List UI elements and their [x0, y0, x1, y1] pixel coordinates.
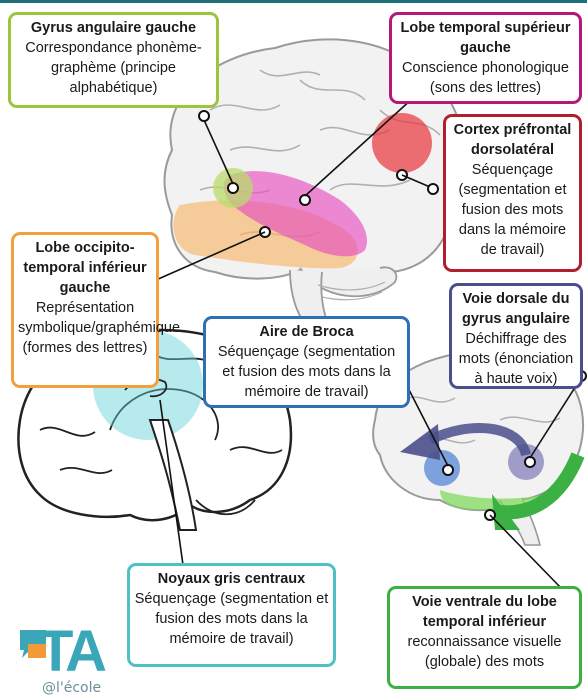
box-body: Conscience phonologique (sons des lettre… [396, 58, 575, 98]
box-voie-ventrale: Voie ventrale du lobe temporal inférieur… [387, 586, 582, 689]
box-title: Lobe temporal supérieur gauche [396, 18, 575, 58]
box-noyaux-gris: Noyaux gris centraux Séquençage (segment… [127, 563, 336, 667]
logo-text: @l'école [42, 680, 101, 696]
box-aire-broca: Aire de Broca Séquençage (segmentation e… [203, 316, 410, 408]
box-title: Aire de Broca [210, 322, 403, 342]
box-title: Noyaux gris centraux [134, 569, 329, 589]
box-title: Gyrus angulaire gauche [15, 18, 212, 38]
box-lobe-occipito: Lobe occipito-temporal inférieur gauche … [11, 232, 159, 388]
box-title: Lobe occipito-temporal inférieur gauche [18, 238, 152, 298]
box-lobe-temporal: Lobe temporal supérieur gauche Conscienc… [389, 12, 582, 104]
box-body: Représentation symbolique/graphémique (f… [18, 298, 152, 358]
box-body: Séquençage (segmentation et fusion des m… [134, 589, 329, 649]
box-body: Séquençage (segmentation et fusion des m… [210, 342, 403, 402]
box-body: reconnaissance visuelle (globale) des mo… [394, 632, 575, 672]
logo-mark: TA [38, 622, 103, 682]
box-voie-dorsale: Voie dorsale du gyrus angulaire Déchiffr… [449, 283, 583, 389]
ta-logo: TA @l'école [8, 620, 118, 695]
box-body: Séquençage (segmentation et fusion des m… [450, 160, 575, 260]
box-title: Cortex préfrontal dorsolatéral [450, 120, 575, 160]
box-title: Voie dorsale du gyrus angulaire [456, 289, 576, 329]
box-body: Correspondance phonème-graphème (princip… [15, 38, 212, 98]
box-cortex-prefrontal: Cortex préfrontal dorsolatéral Séquençag… [443, 114, 582, 272]
box-body: Déchiffrage des mots (énonciation à haut… [456, 329, 576, 389]
box-title: Voie ventrale du lobe temporal inférieur [394, 592, 575, 632]
box-gyrus-angulaire: Gyrus angulaire gauche Correspondance ph… [8, 12, 219, 108]
